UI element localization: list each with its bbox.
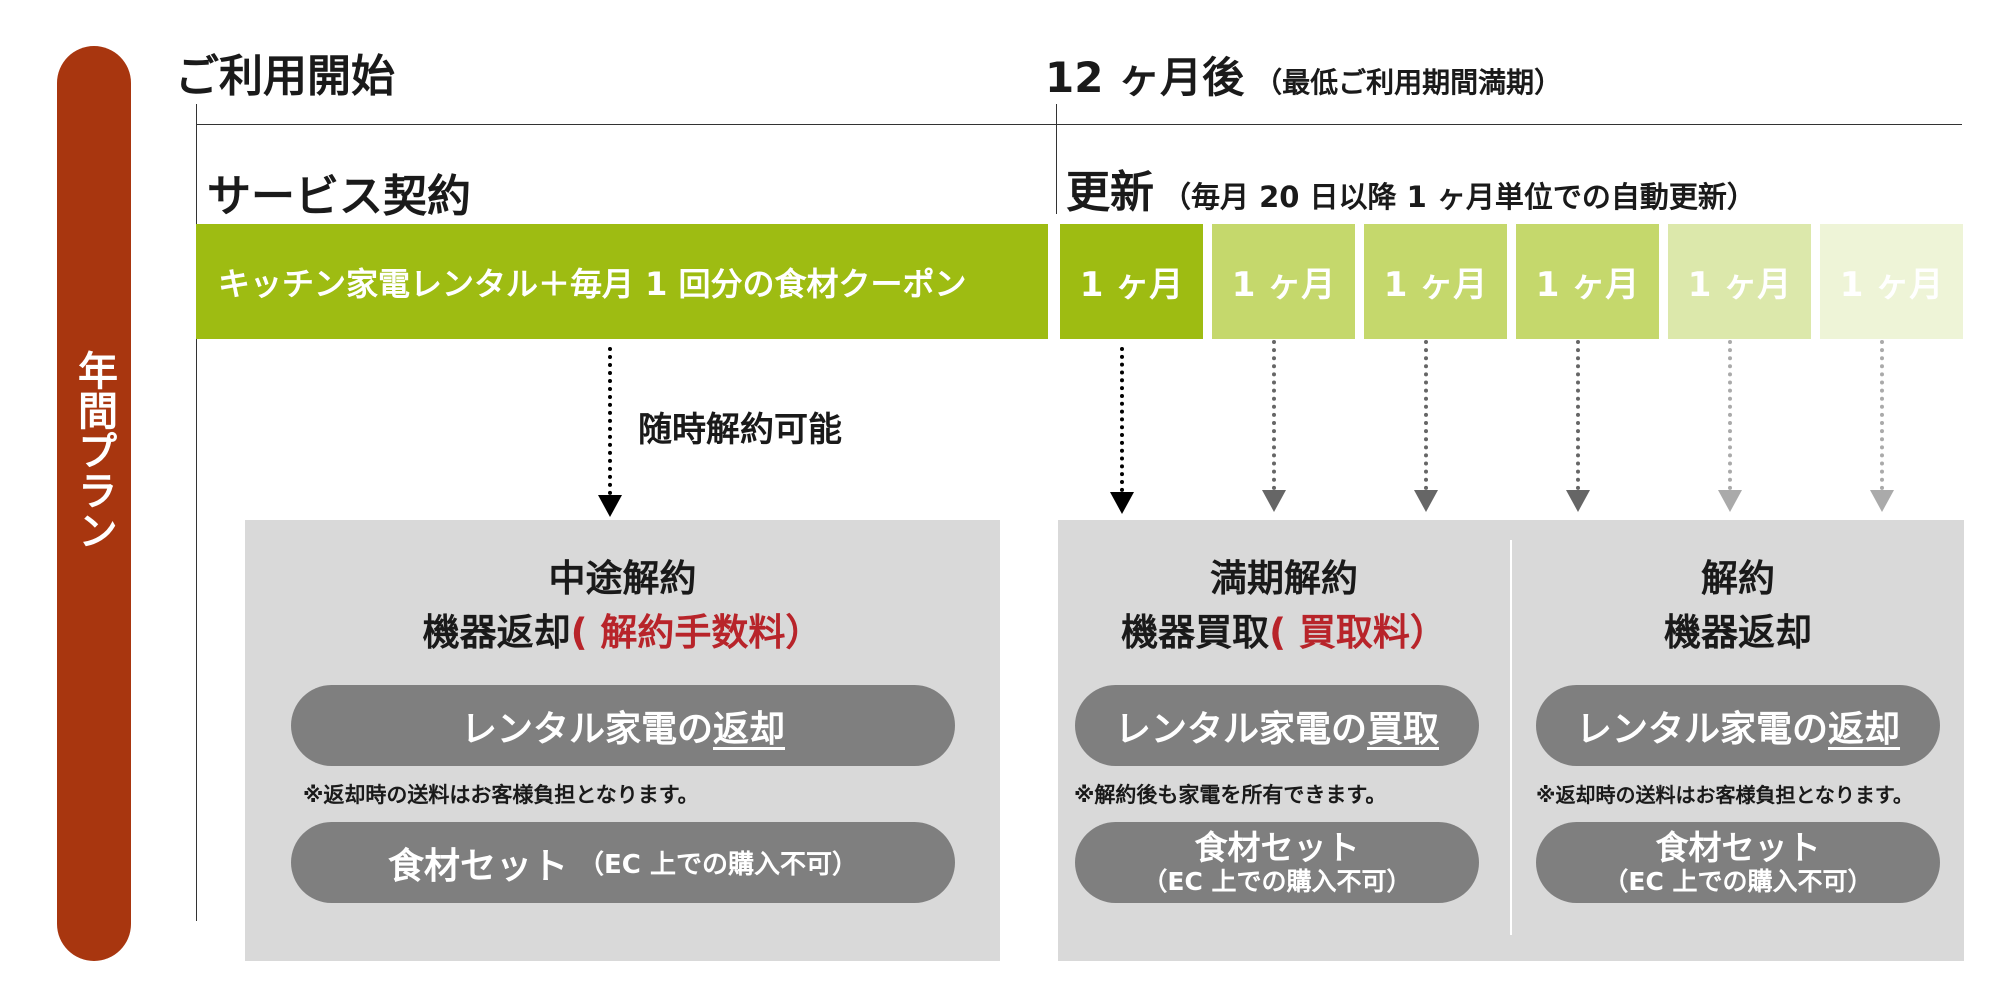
month-arrow-line-4 (1576, 340, 1580, 490)
month-arrow-head-2 (1262, 490, 1286, 512)
after-ingredients-label: 食材セット (1655, 827, 1821, 867)
expiry-ingredients-pill: 食材セット（EC 上での購入不可） (1075, 822, 1479, 903)
month-arrow-line-1 (1120, 347, 1124, 492)
month-arrow-line-5 (1728, 340, 1732, 490)
mid-return-keyword: 返却 (713, 708, 786, 750)
after-cancel-title-line2: 機器返却 (1664, 611, 1812, 654)
mid-cancel-title: 中途解約 機器返却( 解約手数料） (245, 552, 1000, 660)
mid-cancel-fee-label: ( 解約手数料） (570, 611, 823, 654)
after-ingredients-note: （EC 上での購入不可） (1603, 866, 1873, 896)
twelve-month-note: （最低ご利用期間満期） (1254, 66, 1563, 99)
month-arrow-line-6 (1880, 340, 1884, 490)
expiry-buyout-keyword: 買取 (1367, 708, 1440, 750)
expiry-title2-label: 機器買取 (1121, 611, 1270, 654)
expiry-buyout-pill: レンタル家電の買取 (1075, 685, 1479, 766)
after-return-keyword: 返却 (1828, 708, 1901, 750)
month-block-6: 1 ヶ月 (1820, 224, 1963, 339)
expiry-ingredients-note: （EC 上での購入不可） (1142, 866, 1412, 896)
month-block-4: 1 ヶ月 (1516, 224, 1659, 339)
expiry-buyout-note: ※解約後も家電を所有できます。 (1074, 783, 1387, 807)
mid-ingredients-note: （EC 上での購入不可） (578, 850, 858, 880)
start-heading: ご利用開始 (175, 51, 395, 102)
month-arrow-head-5 (1718, 490, 1742, 512)
mid-return-prefix: レンタル家電の (460, 708, 713, 750)
timeline-line (196, 124, 1962, 125)
after-cancel-title-line1: 解約 (1701, 557, 1775, 600)
after-return-prefix: レンタル家電の (1575, 708, 1828, 750)
month-arrow-head-4 (1566, 490, 1590, 512)
after-cancel-title: 解約 機器返却 (1512, 552, 1964, 660)
cancel-anytime-note: 随時解約可能 (638, 410, 842, 450)
expiry-panel-divider (1510, 540, 1512, 935)
mid-cancel-title-line1: 中途解約 (548, 557, 697, 600)
renew-label: 更新 (1066, 167, 1154, 218)
plan-badge (57, 46, 131, 961)
after-ingredients-pill: 食材セット（EC 上での購入不可） (1536, 822, 1940, 903)
mid-ingredients-pill: 食材セット （EC 上での購入不可） (291, 822, 955, 903)
month-block-2: 1 ヶ月 (1212, 224, 1355, 339)
cancel-arrow-head (598, 495, 622, 517)
month-arrow-line-2 (1272, 340, 1276, 490)
twelve-month-marker-line (1056, 104, 1057, 214)
month-block-1: 1 ヶ月 (1060, 224, 1203, 339)
contract-heading: サービス契約 (207, 171, 471, 222)
mid-cancel-title-line2: 機器返却( 解約手数料） (245, 606, 1000, 660)
mid-return-pill: レンタル家電の返却 (291, 685, 955, 766)
twelve-month-label: 12 ヶ月後 (1045, 53, 1245, 102)
expiry-ingredients-label: 食材セット (1194, 827, 1360, 867)
month-arrow-head-3 (1414, 490, 1438, 512)
renew-note: （毎月 20 日以降 1 ヶ月単位での自動更新） (1162, 180, 1756, 214)
month-arrow-head-1 (1110, 492, 1134, 514)
mid-cancel-title2-label: 機器返却 (422, 611, 571, 654)
renew-heading: 更新（毎月 20 日以降 1 ヶ月単位での自動更新） (1066, 156, 1756, 220)
expiry-buyout-fee-label: ( 買取料） (1269, 611, 1447, 654)
after-return-note: ※返却時の送料はお客様負担となります。 (1536, 783, 1913, 807)
month-arrow-line-3 (1424, 340, 1428, 490)
expiry-buyout-prefix: レンタル家電の (1114, 708, 1367, 750)
cancel-arrow-line (608, 347, 612, 495)
expiry-cancel-title: 満期解約 機器買取( 買取料） (1058, 552, 1510, 660)
mid-return-note: ※返却時の送料はお客様負担となります。 (303, 783, 699, 807)
month-block-3: 1 ヶ月 (1364, 224, 1507, 339)
month-block-5: 1 ヶ月 (1668, 224, 1811, 339)
month-arrow-head-6 (1870, 490, 1894, 512)
contract-bar: キッチン家電レンタル＋毎月 1 回分の食材クーポン (196, 224, 1048, 339)
expiry-title-line2: 機器買取( 買取料） (1058, 606, 1510, 660)
start-marker-line (196, 104, 197, 921)
mid-ingredients-label: 食材セット (388, 845, 569, 887)
expiry-title-line1: 満期解約 (1210, 557, 1358, 600)
after-return-pill: レンタル家電の返却 (1536, 685, 1940, 766)
plan-label: 年間プラン (71, 350, 117, 550)
twelve-month-heading: 12 ヶ月後 （最低ご利用期間満期） (1045, 44, 1562, 105)
